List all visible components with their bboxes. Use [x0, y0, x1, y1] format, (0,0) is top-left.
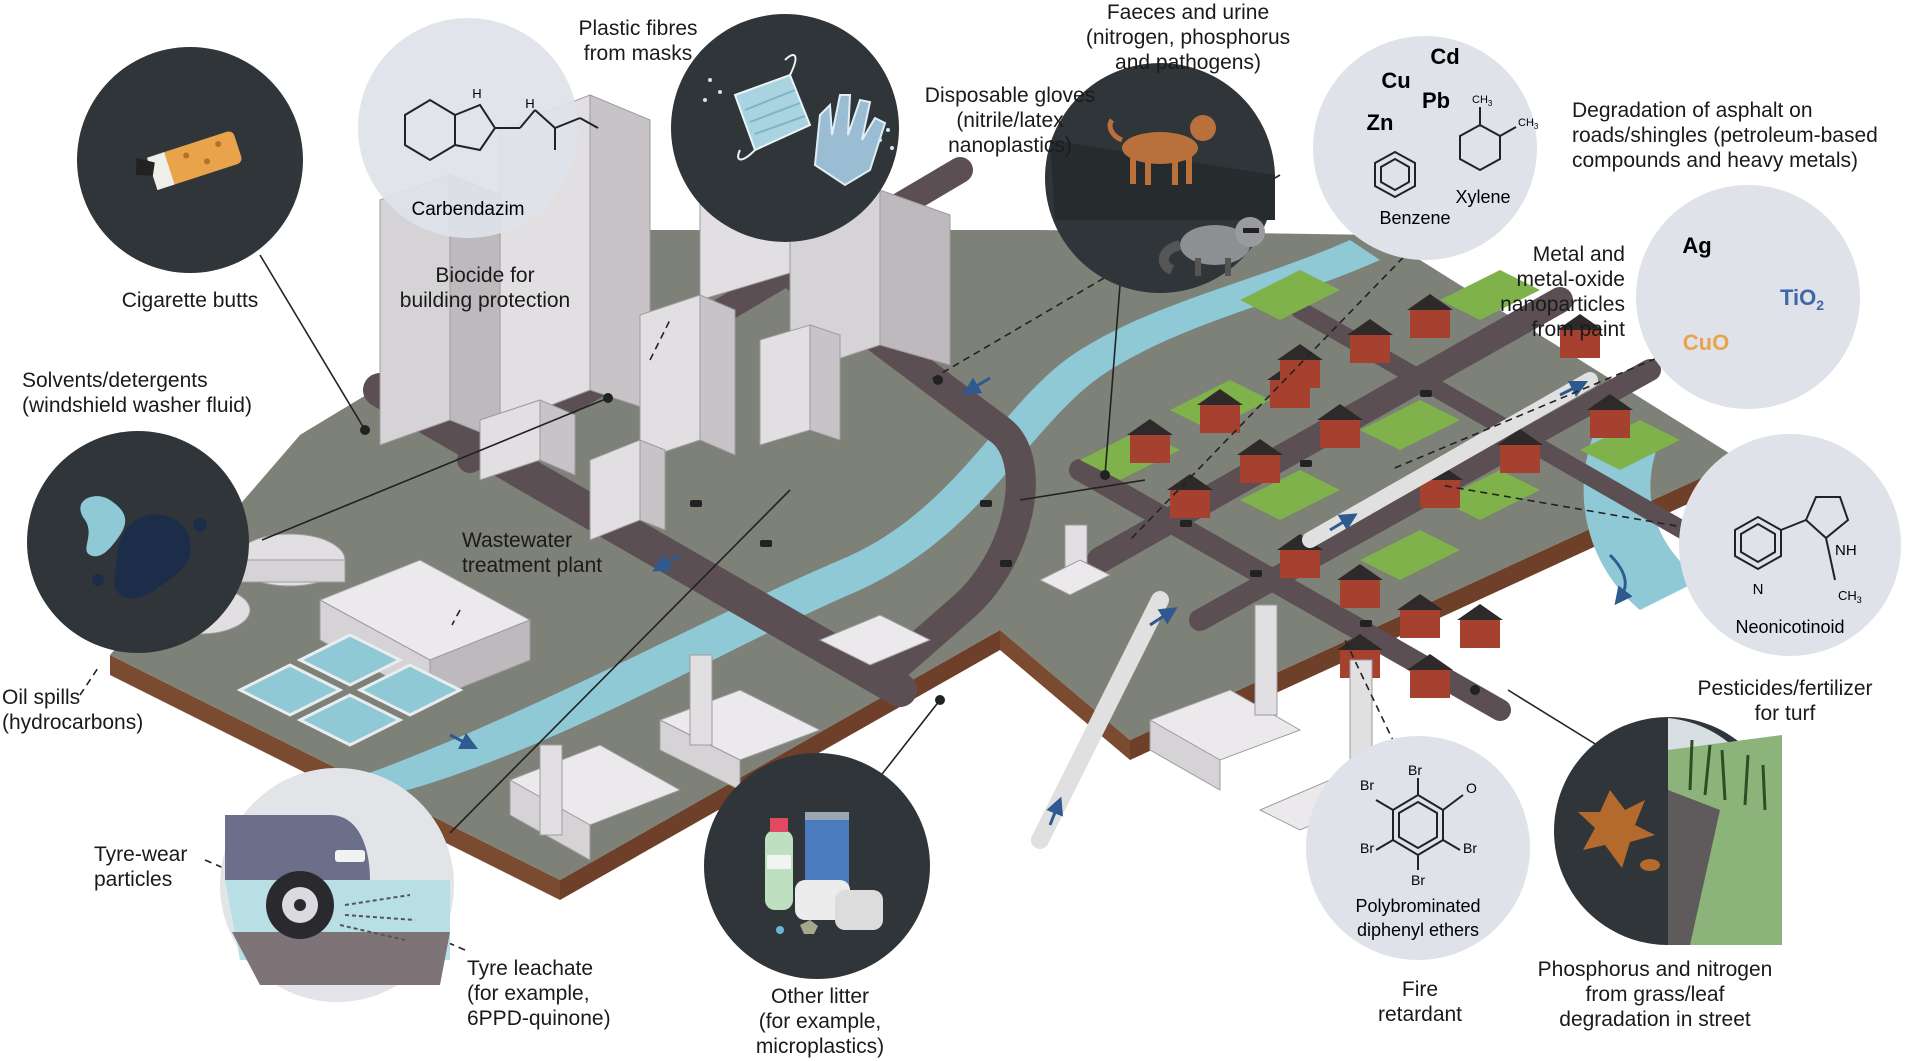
pbde-structure — [1375, 778, 1464, 870]
city-buildings — [149, 89, 1373, 861]
treatment-ponds — [236, 633, 464, 747]
inset-nanoparticles: Ag TiO2 CuO — [1636, 185, 1860, 409]
pbde-label-line1: Polybrominated — [1355, 896, 1480, 916]
nh-atom-label: NH — [1835, 542, 1857, 559]
inset-leaves — [1554, 717, 1782, 945]
benzene-structure — [1374, 150, 1416, 199]
label-fire-retardant: Fire retardant — [1377, 978, 1463, 1026]
inset-tyre — [220, 768, 454, 1002]
br-atom-label: Br — [1463, 840, 1477, 856]
bottle-icon — [765, 818, 793, 910]
br-atom-label: Br — [1360, 777, 1374, 793]
n-atom-label: N — [1753, 581, 1764, 598]
neonicotinoid-structure — [1734, 496, 1850, 581]
label-oil-spills: Oil spills (hydrocarbons) — [2, 686, 144, 734]
label-biocide: Biocide for building protection — [399, 264, 571, 312]
pbde-label-line2: diphenyl ethers — [1357, 920, 1479, 940]
label-wwtp: Wastewater treatment plant — [462, 529, 603, 577]
carbendazim-structure — [404, 98, 599, 162]
label-tyre-wear: Tyre-wear particles — [94, 843, 188, 891]
label-tyre-leachate: Tyre leachate (for example, 6PPD-quinone… — [467, 957, 611, 1030]
xylene-structure — [1459, 107, 1517, 172]
br-atom-label: Br — [1360, 840, 1374, 856]
can-icon — [805, 812, 849, 890]
h-atom-label: H — [472, 86, 481, 101]
ch3-label: CH3 — [1472, 94, 1493, 108]
ch3-label: CH3 — [1838, 588, 1862, 605]
nano-ag: Ag — [1682, 233, 1711, 258]
label-nanoparticles: Metal and metal-oxide nanoparticles from… — [1500, 243, 1625, 341]
nano-tio2: TiO2 — [1780, 285, 1824, 313]
raccoon-icon — [1158, 217, 1265, 276]
dog-icon — [1107, 115, 1216, 185]
nano-cuo: CuO — [1683, 330, 1729, 355]
inset-masks-gloves — [671, 14, 899, 242]
br-atom-label: Br — [1411, 872, 1425, 888]
car-icon — [225, 815, 370, 939]
carbendazim-label: Carbendazim — [412, 199, 525, 220]
h-atom-label: H — [525, 96, 534, 111]
glove-icon — [813, 94, 887, 187]
neonicotinoid-label: Neonicotinoid — [1735, 617, 1844, 637]
inset-carbendazim: H H Carbendazim — [358, 18, 599, 238]
leaf-icon — [1578, 790, 1660, 871]
metal-cu: Cu — [1381, 68, 1410, 93]
label-pesticides: Pesticides/fertilizer for turf — [1697, 677, 1873, 725]
label-cigarette-butts: Cigarette butts — [121, 289, 259, 312]
houses — [1127, 294, 1633, 698]
label-plastic-fibres: Plastic fibres from masks — [578, 17, 698, 65]
flow-arrows — [449, 376, 1633, 826]
inset-neonicotinoid: N NH CH3 Neonicotinoid — [1679, 434, 1901, 656]
metal-zn: Zn — [1367, 110, 1394, 135]
label-asphalt: Degradation of asphalt on roads/shingles… — [1572, 99, 1878, 172]
inset-cigarette — [77, 47, 303, 273]
leader-dots — [360, 375, 1480, 705]
ch3-label: CH3 — [1518, 117, 1539, 131]
leader-lines — [79, 174, 1701, 951]
inset-pbde: Br Br Br Br Br O Polybrominated diphenyl… — [1306, 736, 1530, 960]
label-phosphorus-leaf: Phosphorus and nitrogen from grass/leaf … — [1537, 958, 1773, 1031]
o-atom-label: O — [1466, 780, 1477, 796]
benzene-label: Benzene — [1379, 208, 1450, 228]
fibre-specks — [703, 78, 894, 150]
label-other-litter: Other litter (for example, microplastics… — [755, 985, 885, 1058]
br-atom-label: Br — [1408, 762, 1422, 778]
label-gloves: Disposable gloves (nitrile/latex nanopla… — [924, 84, 1096, 157]
cigarette-icon — [135, 131, 242, 191]
metal-pb: Pb — [1422, 88, 1450, 113]
metal-cd: Cd — [1430, 44, 1459, 69]
inset-animals — [1045, 63, 1275, 293]
inset-metals: Cd Cu Pb Zn CH3 CH3 Benzene Xylene — [1313, 36, 1539, 260]
container-icon — [795, 880, 883, 930]
label-solvents: Solvents/detergents (windshield washer f… — [22, 369, 252, 417]
inset-oil — [27, 431, 249, 653]
inset-litter — [704, 753, 930, 979]
label-faeces: Faeces and urine (nitrogen, phosphorus a… — [1085, 1, 1291, 74]
xylene-label: Xylene — [1455, 187, 1510, 207]
mask-icon — [733, 54, 812, 161]
